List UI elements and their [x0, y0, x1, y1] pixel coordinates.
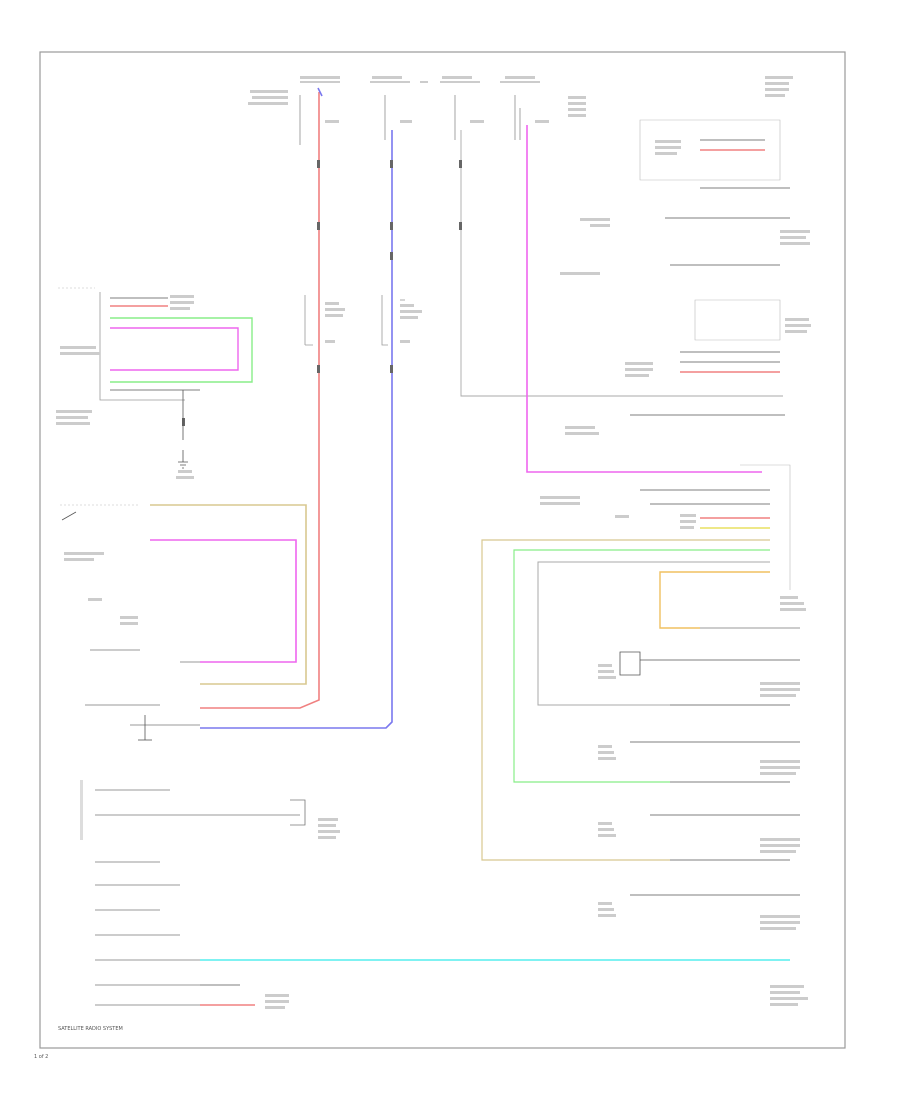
fuse-block-top — [299, 81, 540, 145]
right-lower-labels — [598, 664, 808, 1006]
wire-blue-main — [200, 130, 393, 729]
diagram-frame — [39, 51, 846, 1049]
fuse-block-labels — [248, 76, 586, 117]
inline-fuses — [182, 160, 462, 426]
relay-boxes — [304, 295, 405, 346]
wire-red-main — [200, 92, 320, 709]
right-main-connector — [481, 464, 806, 861]
wire-gray-right — [460, 130, 783, 397]
page-ref: 1 of 2 — [34, 1054, 48, 1060]
relay-labels — [325, 120, 549, 343]
left-connector-block — [56, 287, 253, 479]
right-top-connector — [560, 76, 810, 275]
footer-text: SATELLITE RADIO SYSTEM — [58, 1026, 123, 1032]
right-lower-switches — [619, 651, 800, 896]
left-switch-area — [60, 504, 340, 936]
wire-magenta-right — [526, 125, 762, 473]
right-mid-connector — [565, 299, 811, 435]
